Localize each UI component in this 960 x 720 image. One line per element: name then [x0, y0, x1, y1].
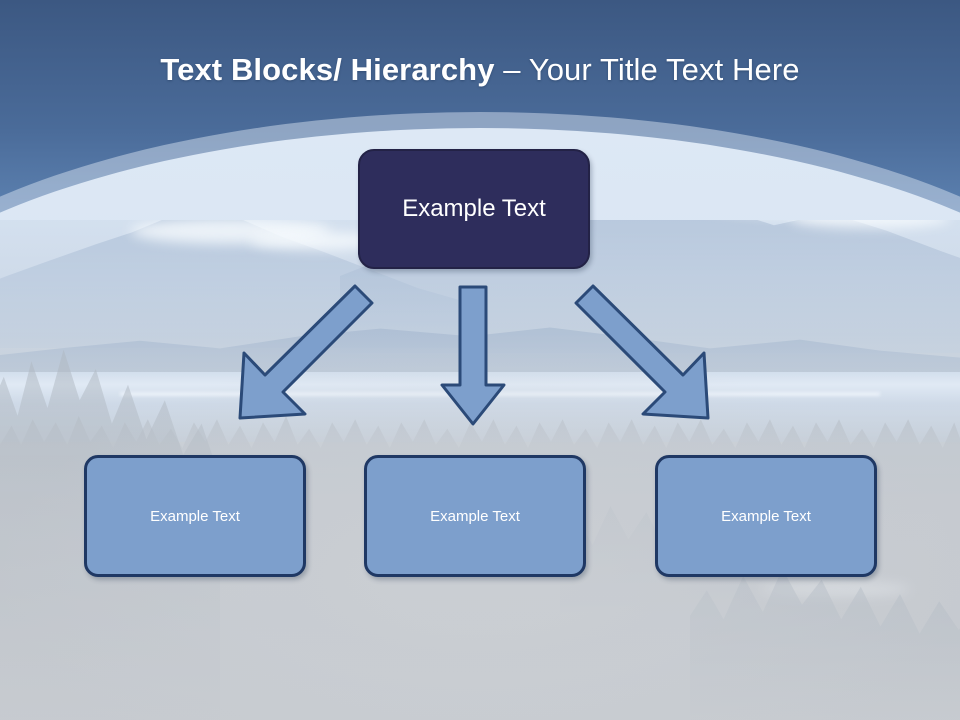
- node-child-1[interactable]: Example Text: [84, 455, 306, 577]
- node-child-2[interactable]: Example Text: [364, 455, 586, 577]
- node-top-example-text[interactable]: Example Text: [358, 149, 590, 269]
- page-title: Text Blocks/ Hierarchy – Your Title Text…: [0, 50, 960, 90]
- node-child-3-label: Example Text: [721, 507, 811, 525]
- page-title-regular: – Your Title Text Here: [503, 52, 800, 87]
- node-child-1-label: Example Text: [150, 507, 240, 525]
- node-child-3[interactable]: Example Text: [655, 455, 877, 577]
- node-child-2-label: Example Text: [430, 507, 520, 525]
- page-title-bold: Text Blocks/ Hierarchy: [160, 52, 504, 87]
- node-top-label: Example Text: [402, 195, 546, 222]
